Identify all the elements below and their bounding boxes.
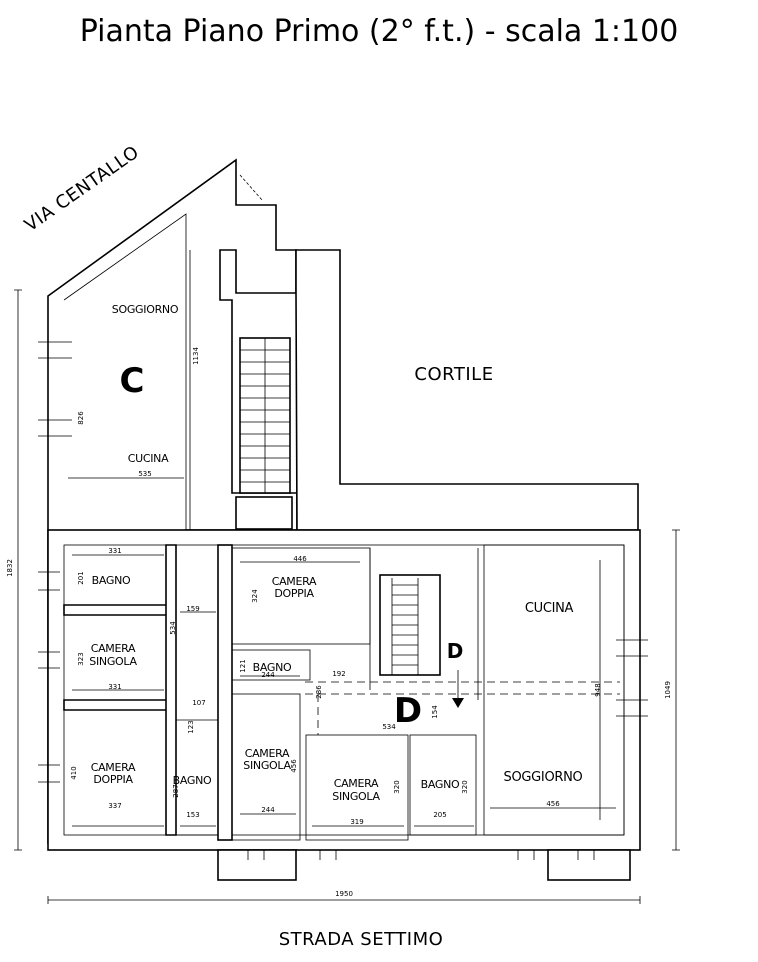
room-camera-singola-1-line2: SINGOLA	[89, 655, 137, 668]
dim-205: 205	[433, 811, 446, 819]
dim-456-b: 456	[546, 800, 560, 808]
dim-201: 201	[77, 571, 85, 584]
dim-410: 410	[70, 766, 78, 779]
room-soggiorno-c: SOGGIORNO	[112, 303, 179, 316]
dim-1049: 1049	[664, 681, 672, 699]
unit-c-label: C	[120, 361, 145, 401]
dim-121: 121	[239, 659, 247, 672]
room-bagno-2: BAGNO	[173, 774, 212, 787]
dim-123: 123	[187, 720, 195, 733]
room-camera-doppia-2-line2: DOPPIA	[274, 587, 314, 600]
plan-title: Pianta Piano Primo (2° f.t.) - scala 1:1…	[79, 14, 679, 49]
room-bagno-4: BAGNO	[421, 778, 460, 791]
staircase-east	[379, 574, 441, 676]
dim-534-b: 534	[382, 723, 396, 731]
room-camera-singola-3-line2: SINGOLA	[332, 790, 380, 803]
courtyard-label: CORTILE	[414, 364, 493, 385]
room-cucina-c: CUCINA	[128, 452, 169, 465]
dim-535: 535	[138, 470, 151, 478]
dim-320-b: 320	[461, 780, 469, 793]
dim-534-a: 534	[169, 621, 177, 635]
dim-456-a: 456	[290, 759, 298, 773]
dim-244-b: 244	[261, 806, 275, 814]
dim-286: 286	[315, 685, 323, 699]
dim-192: 192	[332, 670, 345, 678]
dimension-lines	[14, 250, 680, 904]
dim-320-a: 320	[393, 780, 401, 793]
windows	[38, 174, 648, 860]
dim-1832: 1832	[6, 559, 14, 577]
dim-826: 826	[77, 411, 85, 425]
dim-319: 319	[350, 818, 363, 826]
dim-159: 159	[186, 605, 199, 613]
room-camera-doppia-2-line1: CAMERA	[272, 575, 317, 588]
room-bagno-3: BAGNO	[253, 661, 292, 674]
dim-337: 337	[108, 802, 121, 810]
dim-446: 446	[293, 555, 307, 563]
room-camera-singola-3-line1: CAMERA	[334, 777, 379, 790]
street-north-label: VIA CENTALLO	[21, 142, 143, 236]
dim-107: 107	[192, 699, 205, 707]
street-south-label: STRADA SETTIMO	[279, 929, 444, 950]
dim-324: 324	[251, 589, 259, 603]
dim-153: 153	[186, 811, 199, 819]
interior-walls	[63, 544, 625, 841]
dim-1950: 1950	[335, 890, 353, 898]
dim-244-a: 244	[261, 671, 275, 679]
dim-331-b: 331	[108, 683, 121, 691]
room-camera-doppia-1-line1: CAMERA	[91, 761, 136, 774]
room-camera-singola-2-line1: CAMERA	[245, 747, 290, 760]
staircase-west	[235, 337, 293, 530]
room-camera-singola-2-line2: SINGOLA	[243, 759, 291, 772]
room-cucina-d: CUCINA	[525, 601, 574, 616]
room-camera-doppia-1-line2: DOPPIA	[93, 773, 133, 786]
dim-331-a: 331	[108, 547, 121, 555]
dim-1134: 1134	[192, 347, 200, 365]
dim-287: 287	[172, 784, 180, 797]
unit-d-label: D	[394, 691, 422, 731]
dim-323: 323	[77, 652, 85, 665]
dim-154: 154	[431, 705, 439, 719]
room-bagno-1: BAGNO	[92, 574, 131, 587]
room-soggiorno-d: SOGGIORNO	[504, 770, 583, 785]
dim-948: 948	[594, 683, 602, 696]
room-camera-singola-1-line1: CAMERA	[91, 642, 136, 655]
unit-d-entry-label: D	[447, 639, 464, 663]
